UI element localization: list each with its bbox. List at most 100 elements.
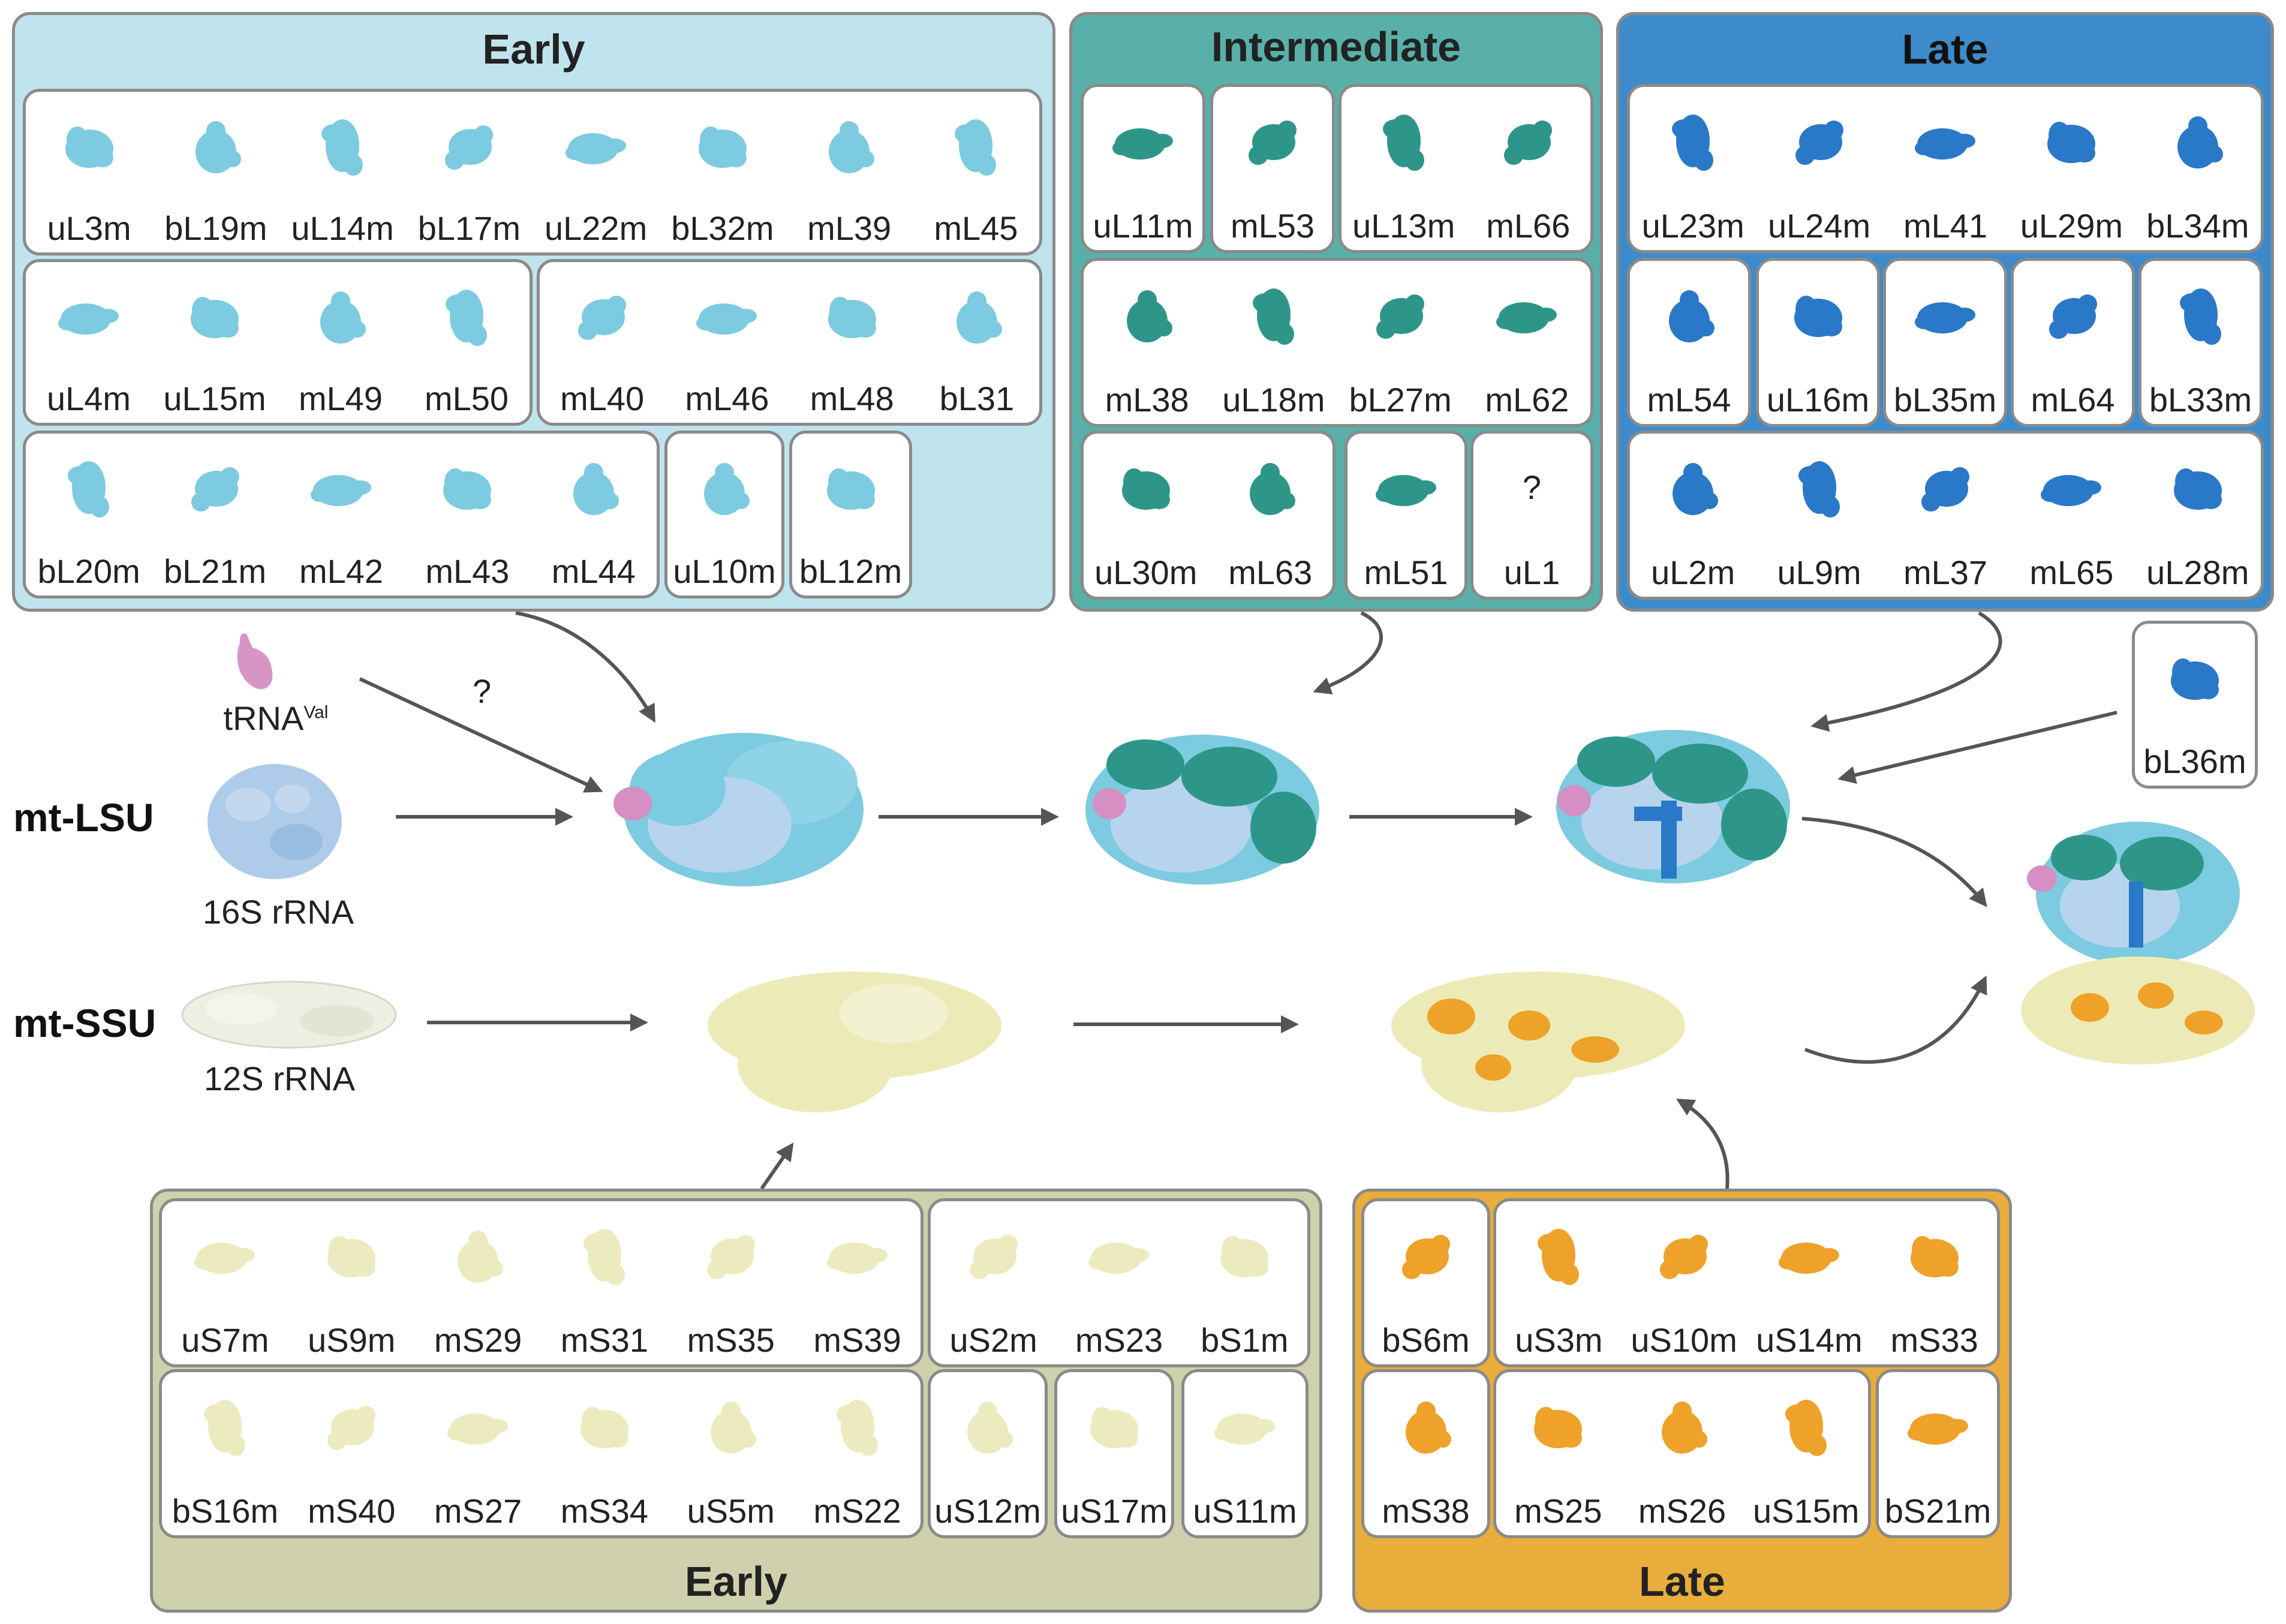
protein-structure: [1376, 294, 1425, 339]
protein-label: bL34m: [2146, 207, 2249, 245]
arrow-intermediate: [1313, 611, 1383, 694]
protein-structure: [447, 1414, 509, 1445]
protein-mL49: mL49: [278, 262, 404, 423]
protein-structure: [580, 1407, 628, 1448]
protein-label: uL14m: [291, 209, 394, 247]
protein-label: uL18m: [1222, 381, 1325, 419]
arrow-bl36m: [1837, 711, 2117, 784]
protein-label: mL50: [424, 380, 509, 417]
protein-bL20m: bL20m: [26, 434, 152, 596]
protein-label: uL2m: [1651, 554, 1735, 591]
protein-structure: [1921, 467, 1969, 512]
protein-structure: [446, 290, 487, 346]
ssu-early-title: Early: [684, 1558, 788, 1605]
protein-structure: [327, 1406, 376, 1450]
ssu-intermediate-late: [1391, 972, 1685, 1112]
lsu-intermediate-late: [1556, 730, 1790, 883]
protein-structure: [321, 119, 363, 176]
trna-label-text: tRNA: [223, 699, 304, 737]
protein-uL22m: uL22m: [533, 92, 659, 252]
protein-uS3m: uS3m: [1496, 1201, 1622, 1364]
protein-group: bL35m: [1883, 258, 2007, 427]
protein-label: uS9m: [308, 1321, 396, 1359]
protein-label: mL37: [1903, 554, 1988, 591]
protein-label: mL45: [934, 209, 1018, 247]
protein-mL39: mL39: [786, 92, 913, 252]
protein-group: mL64: [2011, 258, 2135, 427]
ssu-late-title: Late: [1639, 1558, 1725, 1605]
protein-mL66: mL66: [1466, 87, 1591, 250]
protein-structure: [969, 1235, 1018, 1279]
protein-mS34: mS34: [542, 1372, 668, 1535]
protein-mL54: mL54: [1630, 261, 1748, 424]
protein-uL14m: uL14m: [279, 92, 406, 252]
protein-structure: [2177, 116, 2223, 169]
protein-bL34m: bL34m: [2135, 87, 2261, 250]
rrna-16s-label: 16S rRNA: [203, 893, 354, 931]
protein-uS10m: uS10m: [1622, 1201, 1747, 1364]
trna-label-superscript: Val: [303, 702, 329, 723]
protein-uL18m: uL18m: [1210, 261, 1337, 424]
protein-uS17m: uS17m: [1057, 1372, 1171, 1535]
arrow-late-ssu: [1676, 1098, 1729, 1189]
rrna-12s-label: 12S rRNA: [204, 1060, 356, 1097]
protein-label: mL44: [551, 552, 636, 590]
protein-label: uS7m: [181, 1321, 269, 1359]
protein-structure: [1914, 128, 1975, 160]
protein-uL13m: uL13m: [1341, 87, 1466, 250]
rrna-16s-structure: [207, 764, 342, 879]
protein-structure: [573, 463, 619, 515]
protein-mL64: mL64: [2014, 261, 2132, 424]
protein-label: uL30m: [1094, 554, 1198, 591]
protein-uL10m: uL10m: [667, 434, 781, 596]
protein-label: uS2m: [949, 1321, 1037, 1359]
arrow-ssu-final: [1804, 975, 1987, 1064]
protein-structure: [578, 296, 627, 340]
protein-structure: [826, 1243, 888, 1274]
protein-label: bL32m: [671, 209, 774, 247]
protein-label: mS29: [434, 1321, 522, 1359]
protein-bL19m: bL19m: [152, 92, 279, 252]
protein-mL53: mL53: [1213, 87, 1332, 250]
protein-label: uS17m: [1061, 1492, 1168, 1530]
protein-label: uL29m: [2020, 207, 2123, 245]
protein-uS14m: uS14m: [1747, 1201, 1872, 1364]
protein-uL11m: uL11m: [1084, 87, 1202, 250]
protein-label: bL31: [939, 380, 1015, 417]
protein-structure: [565, 133, 626, 164]
protein-mL38: mL38: [1084, 261, 1210, 424]
protein-mL42: mL42: [278, 434, 404, 596]
protein-structure: [445, 125, 494, 170]
protein-group: uS11m: [1181, 1369, 1309, 1538]
protein-label: mL49: [298, 380, 383, 417]
protein-structure: [1126, 290, 1172, 342]
rrna-12s-structure: [181, 981, 397, 1049]
protein-mL45: mL45: [913, 92, 1039, 252]
protein-mL46: mL46: [664, 262, 789, 423]
protein-bS16m: bS16m: [162, 1372, 288, 1535]
protein-uL23m: uL23m: [1630, 87, 1756, 250]
protein-group: bS21m: [1876, 1369, 2000, 1538]
protein-structure: [1252, 288, 1294, 345]
protein-uS2m: uS2m: [931, 1201, 1056, 1364]
protein-structure: [1090, 1407, 1138, 1448]
protein-mS31: mS31: [542, 1201, 668, 1364]
protein-label: uL24m: [1767, 207, 1871, 245]
protein-label: mS23: [1075, 1321, 1163, 1359]
protein-label: bL33m: [2149, 381, 2252, 419]
protein-mL44: mL44: [531, 434, 657, 596]
protein-bS6m: bS6m: [1364, 1201, 1487, 1364]
protein-structure: [710, 1402, 756, 1454]
protein-group: mS38: [1361, 1369, 1490, 1538]
protein-unknown-structure: ?: [1522, 468, 1542, 506]
protein-structure: [704, 463, 750, 515]
protein-structure: [1910, 1236, 1959, 1277]
protein-label: mS35: [687, 1321, 775, 1359]
protein-structure: [1668, 290, 1714, 342]
protein-mS26: mS26: [1620, 1372, 1744, 1535]
protein-group: mL54: [1627, 258, 1751, 427]
protein-structure: [1794, 296, 1842, 337]
protein-label: bL36m: [2143, 742, 2246, 780]
